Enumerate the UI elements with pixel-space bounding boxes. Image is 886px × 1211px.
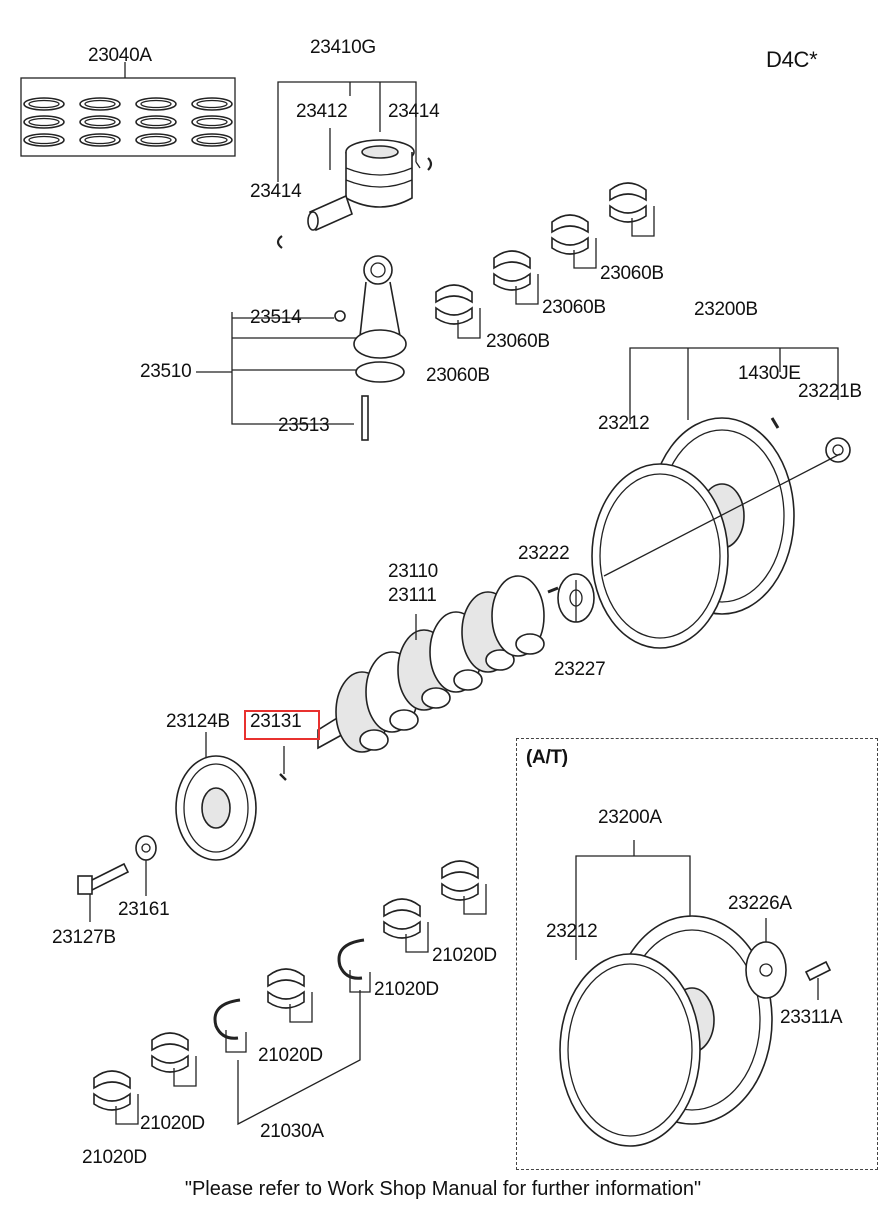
part-label-23127b[interactable]: 23127B (52, 927, 116, 948)
crankshaft (279, 573, 595, 781)
part-label-23221b[interactable]: 23221B (798, 381, 862, 402)
part-label-23222[interactable]: 23222 (518, 543, 570, 564)
part-label-23161[interactable]: 23161 (118, 899, 170, 920)
part-label-23200b[interactable]: 23200B (694, 299, 758, 320)
part-label-23514[interactable]: 23514 (250, 307, 302, 328)
at-section-box (516, 738, 878, 1170)
part-label-23412[interactable]: 23412 (296, 101, 348, 122)
footer-note: "Please refer to Work Shop Manual for fu… (184, 1178, 702, 1200)
part-label-23060b[interactable]: 23060B (542, 297, 606, 318)
connecting-rod (196, 255, 407, 441)
highlight-box-23131 (244, 710, 320, 740)
flywheel-mt (591, 347, 851, 649)
part-label-23226a[interactable]: 23226A (728, 893, 792, 914)
part-label-23410g[interactable]: 23410G (310, 37, 376, 58)
part-label-21020d[interactable]: 21020D (258, 1045, 323, 1066)
part-label-23111[interactable]: 23111 (388, 585, 437, 606)
part-label-23510[interactable]: 23510 (140, 361, 192, 382)
part-label-23131[interactable]: 23131 (250, 711, 302, 732)
part-label-23311a[interactable]: 23311A (780, 1007, 843, 1028)
bearing-shells-lower (93, 860, 487, 1125)
part-label-23513[interactable]: 23513 (278, 415, 330, 436)
part-label-23414[interactable]: 23414 (388, 101, 440, 122)
part-label-21020d[interactable]: 21020D (82, 1147, 147, 1168)
damper-pulley (77, 732, 257, 922)
flywheel-at (559, 840, 832, 1147)
part-label-23212[interactable]: 23212 (546, 921, 598, 942)
part-label-21020d[interactable]: 21020D (432, 945, 497, 966)
part-label-23040a[interactable]: 23040A (88, 45, 152, 66)
part-label-21020d[interactable]: 21020D (140, 1113, 205, 1134)
part-label-23110[interactable]: 23110 (388, 561, 438, 582)
part-label-23227[interactable]: 23227 (554, 659, 606, 680)
bearing-shells-upper (435, 182, 655, 339)
part-label-23124b[interactable]: 23124B (166, 711, 230, 732)
part-label-23414[interactable]: 23414 (250, 181, 302, 202)
engine-code-label: D4C* (766, 47, 818, 72)
part-label-1430je[interactable]: 1430JE (738, 363, 801, 384)
piston-assembly (276, 81, 433, 249)
part-label-21030a[interactable]: 21030A (260, 1121, 324, 1142)
part-label-23212[interactable]: 23212 (598, 413, 650, 434)
part-label-23200a[interactable]: 23200A (598, 807, 662, 828)
part-label-21020d[interactable]: 21020D (374, 979, 439, 1000)
at-section-label: (A/T) (526, 747, 568, 768)
part-label-23060b[interactable]: 23060B (426, 365, 490, 386)
part-label-23060b[interactable]: 23060B (486, 331, 550, 352)
piston-ring-set (20, 62, 236, 157)
part-label-23060b[interactable]: 23060B (600, 263, 664, 284)
